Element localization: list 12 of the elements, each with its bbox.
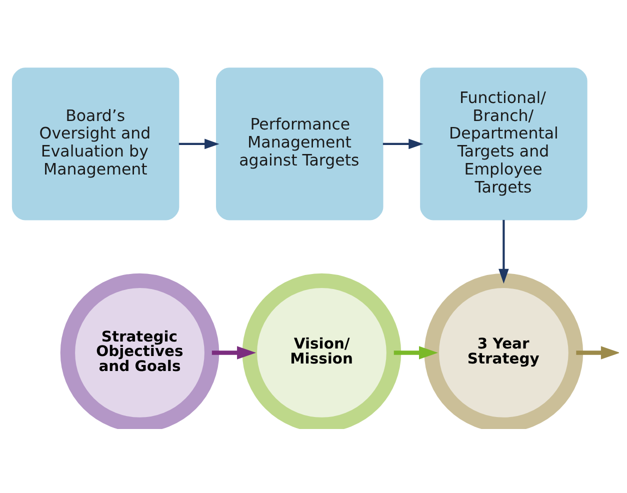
node-box: Performance Management against Targets (216, 68, 384, 220)
node-circle: 3 Year Strategy (424, 273, 584, 429)
node-box: Board’s Oversight and Evaluation by Management (12, 68, 180, 220)
node-circle: Strategic Objectives and Goals (60, 273, 220, 429)
node-box: Functional/ Branch/ Departmental Targets and Employee Targets (420, 68, 588, 220)
arrow (576, 346, 619, 360)
arrow (382, 138, 424, 150)
node-circle: Vision/ Mission (242, 273, 402, 429)
arrow (178, 138, 220, 150)
arrow (212, 346, 256, 360)
arrow (498, 220, 509, 284)
arrow (394, 346, 438, 360)
